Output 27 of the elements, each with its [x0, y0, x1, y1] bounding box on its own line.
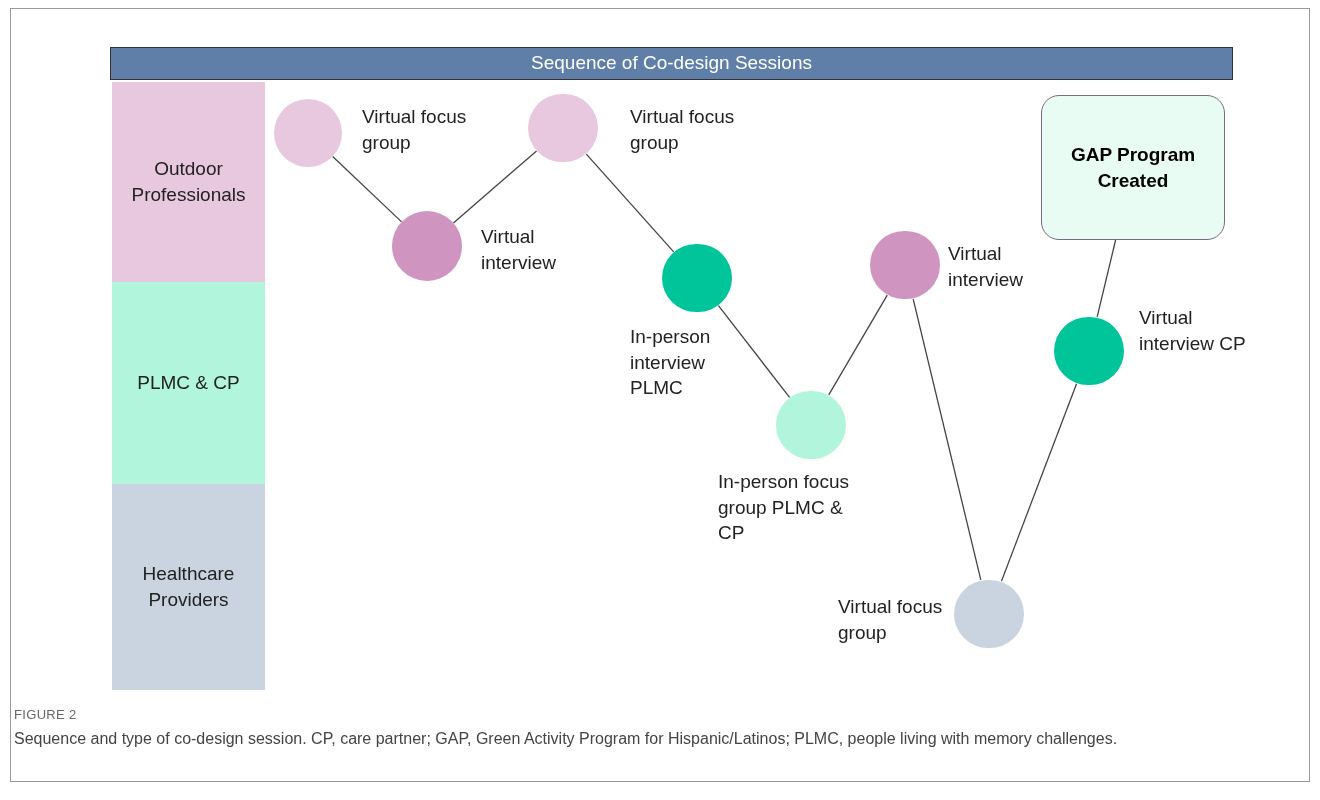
connector-line [452, 150, 538, 224]
header-band: Sequence of Co-design Sessions [110, 47, 1233, 80]
figure-caption: Sequence and type of co-design session. CP, care partner; GAP, Green Activity Program for Hispanic/Latinos; PLMC, people living with memory challenges. [14, 729, 1119, 749]
session-label: Virtual interview [948, 242, 1024, 292]
connector-line [828, 294, 888, 396]
lane-label: Healthcare Providers [141, 562, 236, 612]
session-label: Virtual focus group [838, 595, 944, 645]
session-label: In-person interview PLMC [630, 325, 712, 401]
box-label: GAP Program Created [1069, 142, 1197, 193]
connector-line [1096, 239, 1117, 318]
session-label: Virtual interview [481, 225, 557, 275]
session-label: Virtual focus group [362, 105, 468, 155]
lane-band [112, 484, 265, 690]
lane-band [112, 82, 265, 282]
lane-band [112, 282, 265, 484]
session-label: Virtual focus group [630, 105, 736, 155]
connector-line [332, 155, 403, 223]
connector-line [912, 298, 982, 581]
connector-line [717, 305, 791, 398]
session-label: In-person focus group PLMC & CP [718, 470, 850, 546]
session-label: Virtual interview CP [1139, 306, 1247, 356]
lane-label: Outdoor Professionals [130, 157, 247, 207]
connector-line [585, 153, 675, 253]
outcome-box [1041, 95, 1225, 240]
lane-label: PLMC & CP [137, 371, 240, 396]
figure-number: FIGURE 2 [14, 706, 77, 724]
connector-line [1000, 383, 1078, 582]
